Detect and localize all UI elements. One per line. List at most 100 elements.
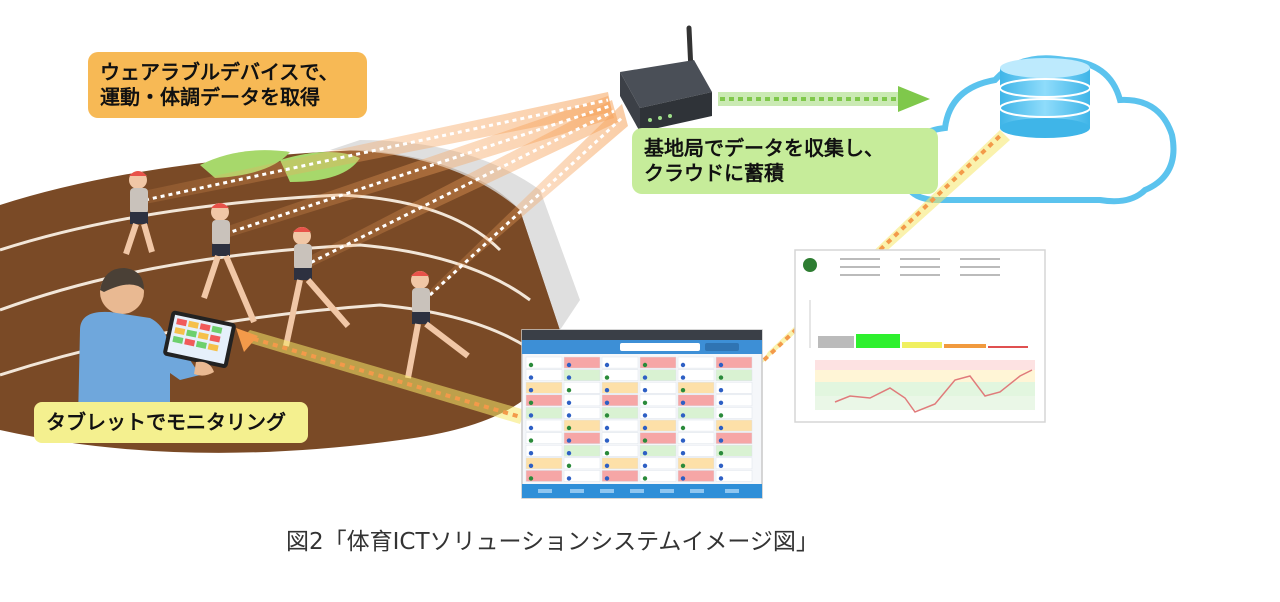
dashboard-cell	[525, 407, 563, 419]
status-dot	[528, 451, 534, 456]
dashboard-cell	[715, 419, 753, 432]
runners	[123, 171, 470, 379]
status-dot	[604, 463, 610, 468]
dashboard-cell	[563, 407, 601, 419]
dashboard-cell	[601, 381, 639, 394]
dashboard-cell	[601, 432, 639, 444]
status-dot	[680, 463, 686, 468]
status-dot	[604, 413, 610, 418]
dashboard-cell	[677, 470, 715, 482]
status-dot	[566, 463, 572, 468]
status-dot	[642, 476, 648, 481]
status-dot	[680, 388, 686, 393]
dashboard-cell	[525, 394, 563, 407]
status-dot	[528, 476, 534, 481]
status-dot	[718, 425, 724, 431]
dashboard-cell	[563, 356, 601, 369]
status-dot	[528, 400, 534, 405]
status-dot	[718, 362, 724, 368]
dashboard-cell	[639, 457, 677, 470]
status-dot	[718, 388, 724, 393]
status-dot	[718, 413, 724, 418]
dashboard-cell	[601, 457, 639, 470]
dashboard-cell	[677, 457, 715, 470]
dashboard-cell	[563, 381, 601, 394]
dashboard-cell	[525, 381, 563, 394]
runner-icon	[283, 227, 351, 347]
dashboard-cell	[677, 369, 715, 381]
status-dot	[566, 375, 572, 380]
dashboard-cell	[601, 444, 639, 457]
status-dot	[642, 463, 648, 468]
dashboard-cell	[563, 394, 601, 407]
dashboard-cell	[563, 470, 601, 482]
figure-caption: 図2「体育ICTソリューションシステムイメージ図」	[286, 529, 819, 555]
dashboard-cell	[601, 470, 639, 482]
dashboard-cell	[601, 394, 639, 407]
status-dot	[566, 400, 572, 405]
dashboard-cell	[525, 457, 563, 470]
dashboard-cell	[639, 381, 677, 394]
status-dot	[604, 375, 610, 380]
status-dot	[642, 413, 648, 418]
dashboard-cell	[715, 356, 753, 369]
dashboard-cell	[601, 419, 639, 432]
dashboard-cell	[677, 381, 715, 394]
dashboard-cell	[715, 444, 753, 457]
status-dot	[604, 362, 610, 368]
dashboard-cell	[563, 444, 601, 457]
base-callout-line2: クラウドに蓄積	[644, 161, 784, 185]
status-dot	[566, 413, 572, 418]
base-callout-line1: 基地局でデータを収集し、	[644, 136, 884, 160]
dashboard-cell	[639, 432, 677, 444]
dashboard-cell	[715, 470, 753, 482]
status-dot	[718, 438, 724, 443]
dashboard-cell	[677, 356, 715, 369]
dashboard-cell	[525, 369, 563, 381]
status-dot	[642, 451, 648, 456]
status-dot	[642, 362, 648, 368]
status-dot	[604, 388, 610, 393]
dashboard-grid	[525, 356, 753, 482]
status-dot	[566, 362, 572, 368]
status-dot	[680, 362, 686, 368]
dashboard-cell	[715, 369, 753, 381]
dashboard-cell	[525, 356, 563, 369]
status-dot	[680, 375, 686, 380]
dashboard-cell	[639, 419, 677, 432]
status-dot	[566, 388, 572, 393]
sync-arrow	[718, 86, 930, 112]
status-dot	[642, 400, 648, 405]
status-dot	[680, 438, 686, 443]
status-dot	[604, 451, 610, 456]
dashboard-cell	[715, 381, 753, 394]
dashboard-cell	[677, 419, 715, 432]
tablet-icon	[163, 310, 236, 368]
base-station-icon	[620, 25, 712, 132]
dashboard-cell	[563, 432, 601, 444]
status-dot	[680, 451, 686, 456]
status-dot	[528, 413, 534, 418]
monitoring-dashboard	[521, 329, 763, 499]
status-dot	[566, 438, 572, 443]
dashboard-cell	[525, 419, 563, 432]
status-dot	[718, 476, 724, 481]
dashboard-cell	[639, 407, 677, 419]
dashboard-cell	[677, 432, 715, 444]
status-dot	[566, 425, 572, 431]
status-dot	[718, 463, 724, 468]
dashboard-cell	[677, 444, 715, 457]
dashboard-cell	[525, 470, 563, 482]
dashboard-cell	[601, 407, 639, 419]
dashboard-cell	[639, 470, 677, 482]
status-dot	[528, 438, 534, 443]
dashboard-cell	[601, 369, 639, 381]
dashboard-cell	[525, 432, 563, 444]
status-dot	[604, 425, 610, 431]
status-dot	[642, 375, 648, 380]
status-dot	[680, 400, 686, 405]
dashboard-cell	[715, 394, 753, 407]
wearable-callout-line2: 運動・体調データを取得	[100, 85, 320, 109]
database-icon	[999, 58, 1091, 138]
